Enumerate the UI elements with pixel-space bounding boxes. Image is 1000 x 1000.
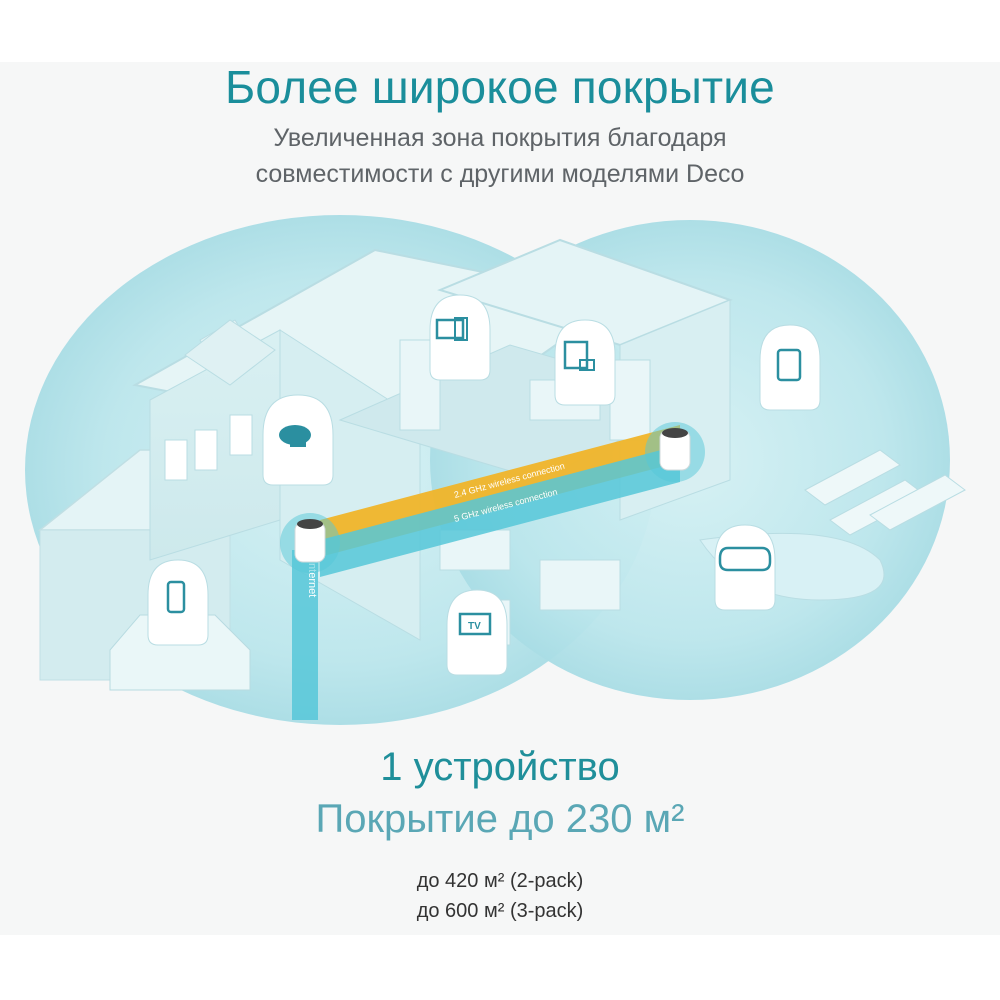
coverage-2-pack: до 420 м² (2-pack) bbox=[416, 870, 584, 892]
device-count: 1 устройство bbox=[380, 745, 620, 789]
page-title: Более широкое покрытие bbox=[225, 61, 775, 113]
wireless-band-5 bbox=[320, 445, 680, 577]
desktop-monitor-icon bbox=[429, 294, 491, 381]
smartphone-icon bbox=[147, 559, 209, 646]
dormer bbox=[184, 319, 276, 386]
car bbox=[109, 614, 251, 691]
tv-icon: TV bbox=[446, 589, 508, 676]
coverage-3-pack: до 600 м² (3-pack) bbox=[416, 900, 584, 922]
deco-unit-left bbox=[280, 513, 340, 573]
internet-beam bbox=[292, 550, 318, 720]
gamepad-icon bbox=[714, 524, 776, 611]
coverage-area: Покрытие до 230 м² bbox=[315, 797, 685, 841]
cloud-device-icon bbox=[262, 394, 334, 486]
subtitle-line-1: Увеличенная зона покрытия благодаря bbox=[273, 124, 727, 152]
lounge-chairs bbox=[804, 449, 966, 536]
tablet-icon bbox=[759, 324, 821, 411]
tv-label: TV bbox=[468, 621, 481, 632]
left-wall-windows bbox=[164, 414, 253, 481]
deco-unit-right bbox=[645, 422, 705, 482]
console-device-icon bbox=[554, 319, 616, 406]
subtitle-line-2: совместимости с другими моделями Deco bbox=[255, 160, 745, 188]
